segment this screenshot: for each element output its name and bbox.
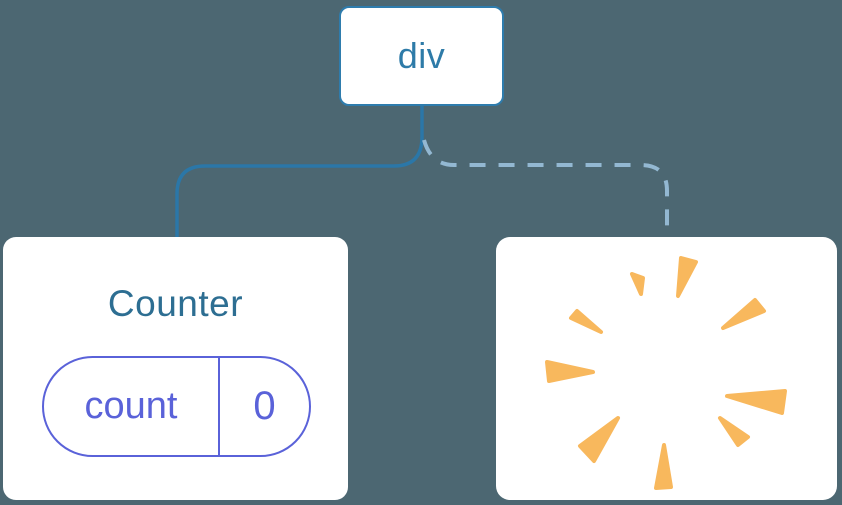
poof-burst-icon [545,256,787,490]
tree-node-counter: Counter count 0 [3,237,348,500]
counter-component-name: Counter [107,283,244,324]
state-name-cell: count [44,358,218,455]
tree-node-div: div [339,6,504,106]
state-value: 0 [253,384,276,428]
edge-div-to-counter [175,104,424,240]
state-name-label: count [84,385,178,427]
state-pill: count 0 [42,356,311,457]
state-value-cell: 0 [218,358,309,455]
node-div-label: div [397,35,446,76]
edge-div-to-removed [422,139,669,240]
tree-node-removed [496,237,837,500]
